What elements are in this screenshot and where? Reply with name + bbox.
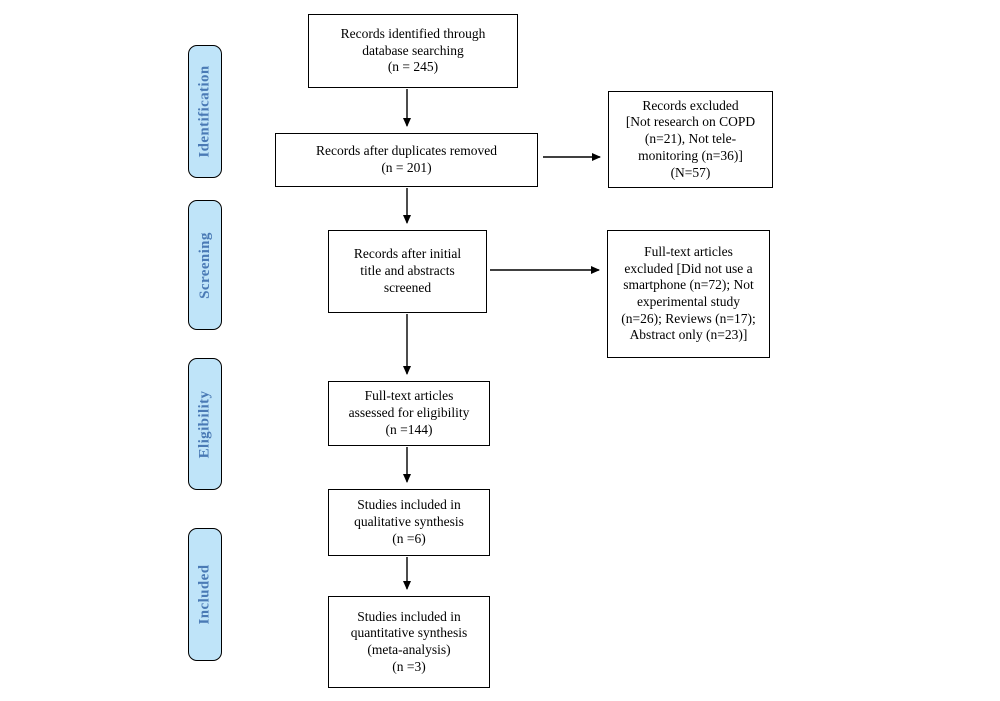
box-fulltext-articles-excluded: Full-text articles excluded [Did not use… bbox=[607, 230, 770, 358]
stage-label-included-text: Included bbox=[196, 564, 213, 625]
stage-label-eligibility-text: Eligibility bbox=[196, 390, 213, 458]
stage-label-identification-text: Identification bbox=[196, 65, 213, 158]
box-records-identified: Records identified through database sear… bbox=[308, 14, 518, 88]
box-records-excluded: Records excluded [Not research on COPD (… bbox=[608, 91, 773, 188]
box-title-abstracts-screened: Records after initial title and abstract… bbox=[328, 230, 487, 313]
stage-label-identification: Identification bbox=[188, 45, 222, 178]
stage-label-screening-text: Screening bbox=[196, 231, 213, 299]
stage-label-included: Included bbox=[188, 528, 222, 661]
box-records-after-duplicates-removed: Records after duplicates removed (n = 20… bbox=[275, 133, 538, 187]
stage-label-eligibility: Eligibility bbox=[188, 358, 222, 490]
box-fulltext-assessed-for-eligibility: Full-text articles assessed for eligibil… bbox=[328, 381, 490, 446]
stage-label-screening: Screening bbox=[188, 200, 222, 330]
box-qualitative-synthesis: Studies included in qualitative synthesi… bbox=[328, 489, 490, 556]
box-quantitative-synthesis: Studies included in quantitative synthes… bbox=[328, 596, 490, 688]
